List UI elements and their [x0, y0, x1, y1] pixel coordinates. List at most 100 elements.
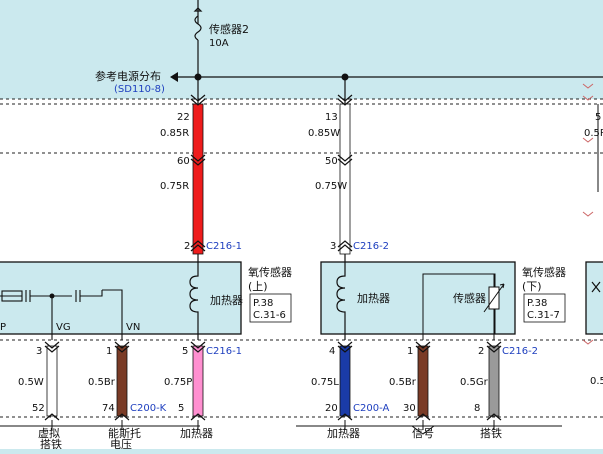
bottom-wire-chevron-icon [415, 341, 431, 353]
connector-chevrons-left [190, 94, 206, 252]
bottom-wire-2 [116, 345, 128, 417]
bottom-wire-connector: C200-K [130, 403, 167, 414]
bottom-brackets [0, 425, 562, 435]
sensor-upper-p-mark: P [0, 322, 6, 333]
wire-right-white [339, 103, 351, 255]
far-right-spec1: 0.5R [584, 128, 603, 139]
sensor-lower-sensor: 传感器 [453, 292, 486, 305]
sensor-lower-title: 氧传感器 [522, 265, 566, 279]
bottom-wire-label: 加热器 [327, 427, 360, 440]
bottom-wire-pin-b: 5 [178, 403, 184, 414]
sensor-lower-subtitle: (下) [522, 280, 542, 293]
sensor-upper-ref-box [249, 293, 292, 323]
bottom-wire-6 [488, 345, 500, 417]
connector-chevrons-right [337, 94, 353, 252]
bottom-wire-label: 虚拟 [38, 426, 60, 440]
bottom-wire-1 [46, 345, 58, 417]
bottom-wire-connector: C216-2 [502, 346, 538, 357]
bottom-wire-chevron-icon [44, 341, 60, 353]
bottom-wire-label: 搭铁 [480, 427, 502, 440]
bottom-wire-5 [417, 345, 429, 417]
arrow-left-icon [170, 72, 178, 82]
heater-coil-lower-icon [336, 262, 346, 340]
bottom-wire-spec: 0.75P [164, 377, 192, 388]
bottom-wire-label-2: 搭铁 [40, 438, 62, 449]
bottom-wire-spec: 0.5Gr [460, 377, 489, 388]
bottom-wire-label: 能斯托 [108, 426, 141, 440]
fuse-icon [193, 7, 203, 41]
right-connector: C216-2 [353, 241, 389, 252]
bottom-wire-end-icon [337, 413, 353, 421]
right-pin3: 3 [330, 241, 336, 252]
bottom-wire-pin-b: 8 [474, 403, 480, 414]
sensor-upper-vg: VG [56, 322, 71, 333]
far-right-pin1: 5 [595, 112, 601, 123]
sensor-lower-page: P.38 [527, 298, 547, 309]
bottom-wire-pin-b: 20 [325, 403, 338, 414]
bottom-wire-pin-b: 52 [32, 403, 45, 414]
bottom-wire-connector: C216-1 [206, 346, 242, 357]
edge-marks [582, 83, 594, 345]
label-band [0, 420, 603, 449]
sensor-upper-heater: 加热器 [210, 294, 243, 307]
left-pin3: 2 [184, 241, 190, 252]
bottom-wire-connector: C200-A [353, 403, 389, 414]
left-spec1: 0.85R [160, 128, 189, 139]
right-spec1: 0.85W [308, 128, 340, 139]
right-pin1: 13 [325, 112, 338, 123]
junction-vg [49, 293, 55, 299]
bottom-wire-pin-b: 74 [102, 403, 115, 414]
bottom-wire-end-icon [415, 413, 431, 421]
fuse-name: 传感器2 [209, 23, 249, 36]
bottom-wire-chevron-icon [337, 341, 353, 353]
bottom-wire-3 [192, 345, 204, 417]
left-pin2: 60 [177, 156, 190, 167]
bottom-wire-end-icon [44, 413, 60, 421]
bottom-wire-spec: 0.5W [18, 377, 44, 388]
fuse-rating: 10A [209, 38, 229, 49]
bottom-wire-end-icon [114, 413, 130, 421]
right-pin2: 50 [325, 156, 338, 167]
bottom-wire-pin-a: 5 [182, 346, 188, 357]
bottom-wire-pin-a: 1 [407, 346, 413, 357]
sensor-upper-subtitle: (上) [248, 280, 268, 293]
sensor-upper-code: C.31-6 [253, 310, 286, 321]
sensor-upper-page: P.38 [253, 298, 273, 309]
bottom-wire-label: 加热器 [180, 427, 213, 440]
variable-resistor-arrow-icon [483, 283, 505, 313]
bottom-wire-pin-a: 2 [478, 346, 484, 357]
far-right-bottom-spec: 0.5 [590, 376, 603, 387]
sensor-lower-code: C.31-7 [527, 310, 560, 321]
wire-left-red [192, 103, 204, 255]
power-ref-code: (SD110-8) [114, 84, 165, 95]
partial-component-box [585, 261, 603, 335]
bottom-wire-4 [339, 345, 351, 417]
bottom-wire-chevron-icon [114, 341, 130, 353]
right-spec2: 0.75W [315, 181, 347, 192]
sensor-upper-title: 氧传感器 [248, 265, 292, 279]
bottom-wire-label-2: 电压 [110, 438, 132, 449]
bottom-wire-chevron-icon [190, 341, 206, 353]
partial-symbol-icon [591, 281, 601, 293]
bottom-wire-spec: 0.5Br [389, 377, 417, 388]
left-spec2: 0.75R [160, 181, 189, 192]
heater-coil-upper-icon [189, 262, 199, 340]
bottom-wire-pin-a: 4 [329, 346, 335, 357]
o2-sensor-upper-box [0, 261, 242, 335]
bottom-wire-end-icon [486, 413, 502, 421]
sensor-upper-vn: VN [126, 322, 140, 333]
sensor-lower-ref-box [523, 293, 566, 323]
bottom-wire-spec: 0.5Br [88, 377, 116, 388]
power-ref-label: 参考电源分布 [95, 69, 161, 83]
sensor-lower-heater: 加热器 [357, 292, 390, 305]
left-connector: C216-1 [206, 241, 242, 252]
bottom-wire-pin-b: 30 [403, 403, 416, 414]
bottom-wire-spec: 0.75L [311, 377, 339, 388]
bottom-wire-pin-a: 3 [36, 346, 42, 357]
left-pin1: 22 [177, 112, 190, 123]
bottom-wire-pin-a: 1 [106, 346, 112, 357]
bottom-wire-end-icon [190, 413, 206, 421]
